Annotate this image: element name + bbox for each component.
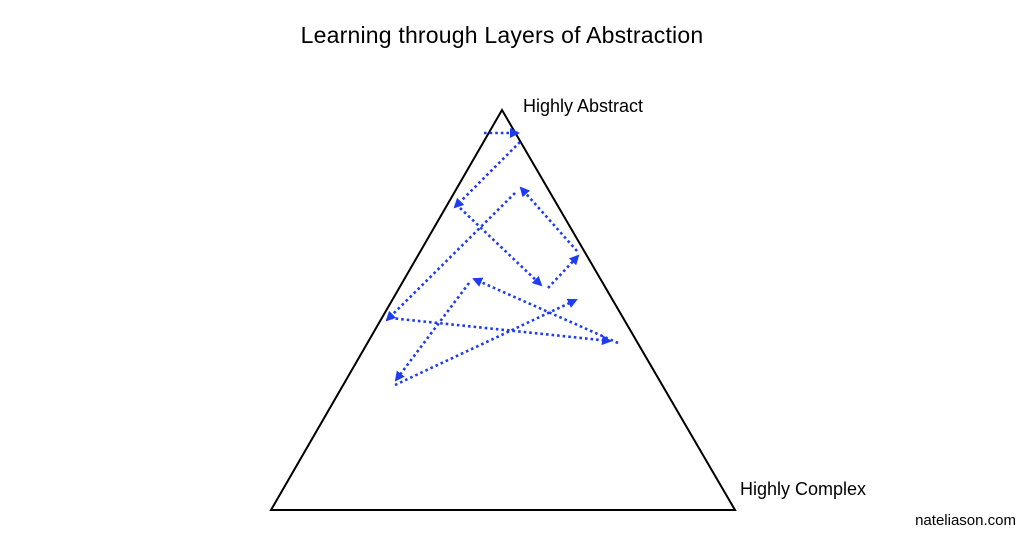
apex-label: Highly Abstract xyxy=(523,96,644,116)
path-arrow-2 xyxy=(453,141,521,209)
path-arrow-10 xyxy=(394,298,578,387)
path-arrow-3 xyxy=(459,207,543,287)
path-arrow-7 xyxy=(389,316,612,346)
diagram-title: Learning through Layers of Abstraction xyxy=(300,22,704,48)
path-arrow-4 xyxy=(547,254,580,289)
path-arrow-6 xyxy=(385,192,516,322)
base-corner-label: Highly Complex xyxy=(740,479,867,499)
site-credit: nateliason.com xyxy=(915,512,1016,529)
path-arrow-9 xyxy=(394,282,471,382)
learning-path xyxy=(385,128,619,387)
path-arrow-5 xyxy=(519,186,578,252)
abstraction-triangle xyxy=(269,108,737,511)
path-arrow-8 xyxy=(472,277,619,345)
